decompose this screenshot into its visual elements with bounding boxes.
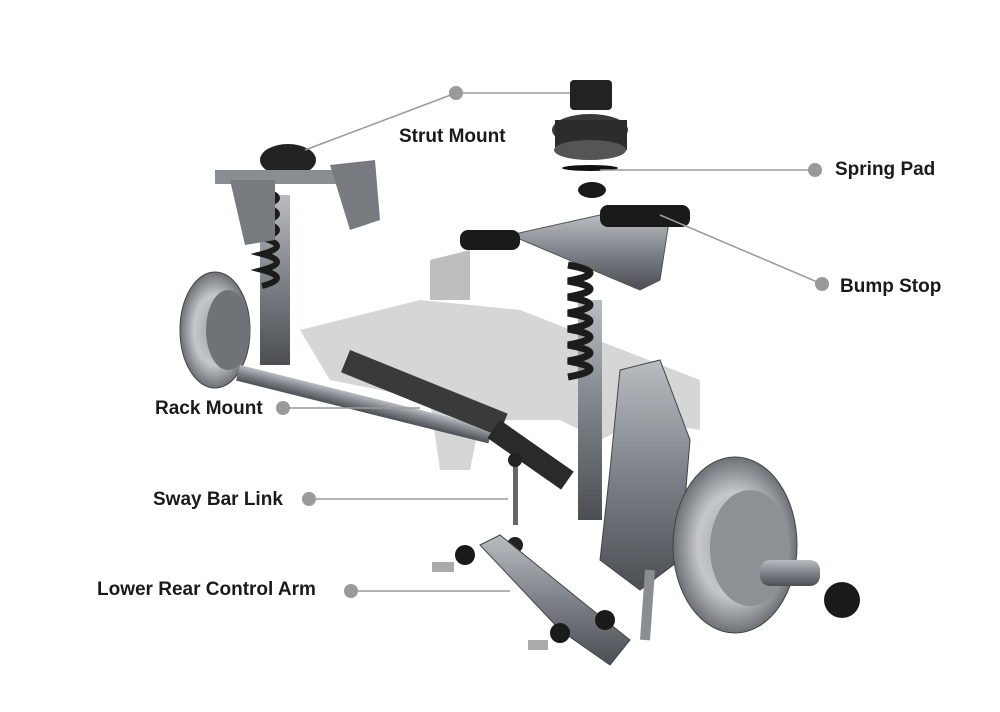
leader-bump-stop [659,214,823,285]
sway-bar-link-part [507,453,523,553]
lower-control-arm-part [432,534,655,666]
leader-lines [283,92,823,592]
leader-strut-mount [304,92,570,151]
upper-control-arm [460,205,690,291]
left-strut-assembly [215,144,380,365]
right-strut-assembly [567,261,602,520]
left-brake-rotor [179,271,251,389]
label-lower-rear-control-arm: Lower Rear Control Arm [97,579,316,600]
right-brake-rotor [672,456,860,634]
label-spring-pad: Spring Pad [835,159,936,180]
dot-sway-bar-link [302,492,316,506]
dot-rack-mount [276,401,290,415]
label-strut-mount: Strut Mount [399,126,506,147]
dot-spring-pad [808,163,822,177]
label-bump-stop: Bump Stop [840,276,942,297]
dot-lower-rear-control-arm [344,584,358,598]
steering-rack [236,350,574,490]
callout-dots [276,86,829,598]
label-rack-mount: Rack Mount [155,398,263,419]
strut-mount-part [552,80,628,198]
label-sway-bar-link: Sway Bar Link [153,489,283,510]
steering-knuckle [599,359,691,591]
dot-bump-stop [815,277,829,291]
dot-strut-mount [449,86,463,100]
